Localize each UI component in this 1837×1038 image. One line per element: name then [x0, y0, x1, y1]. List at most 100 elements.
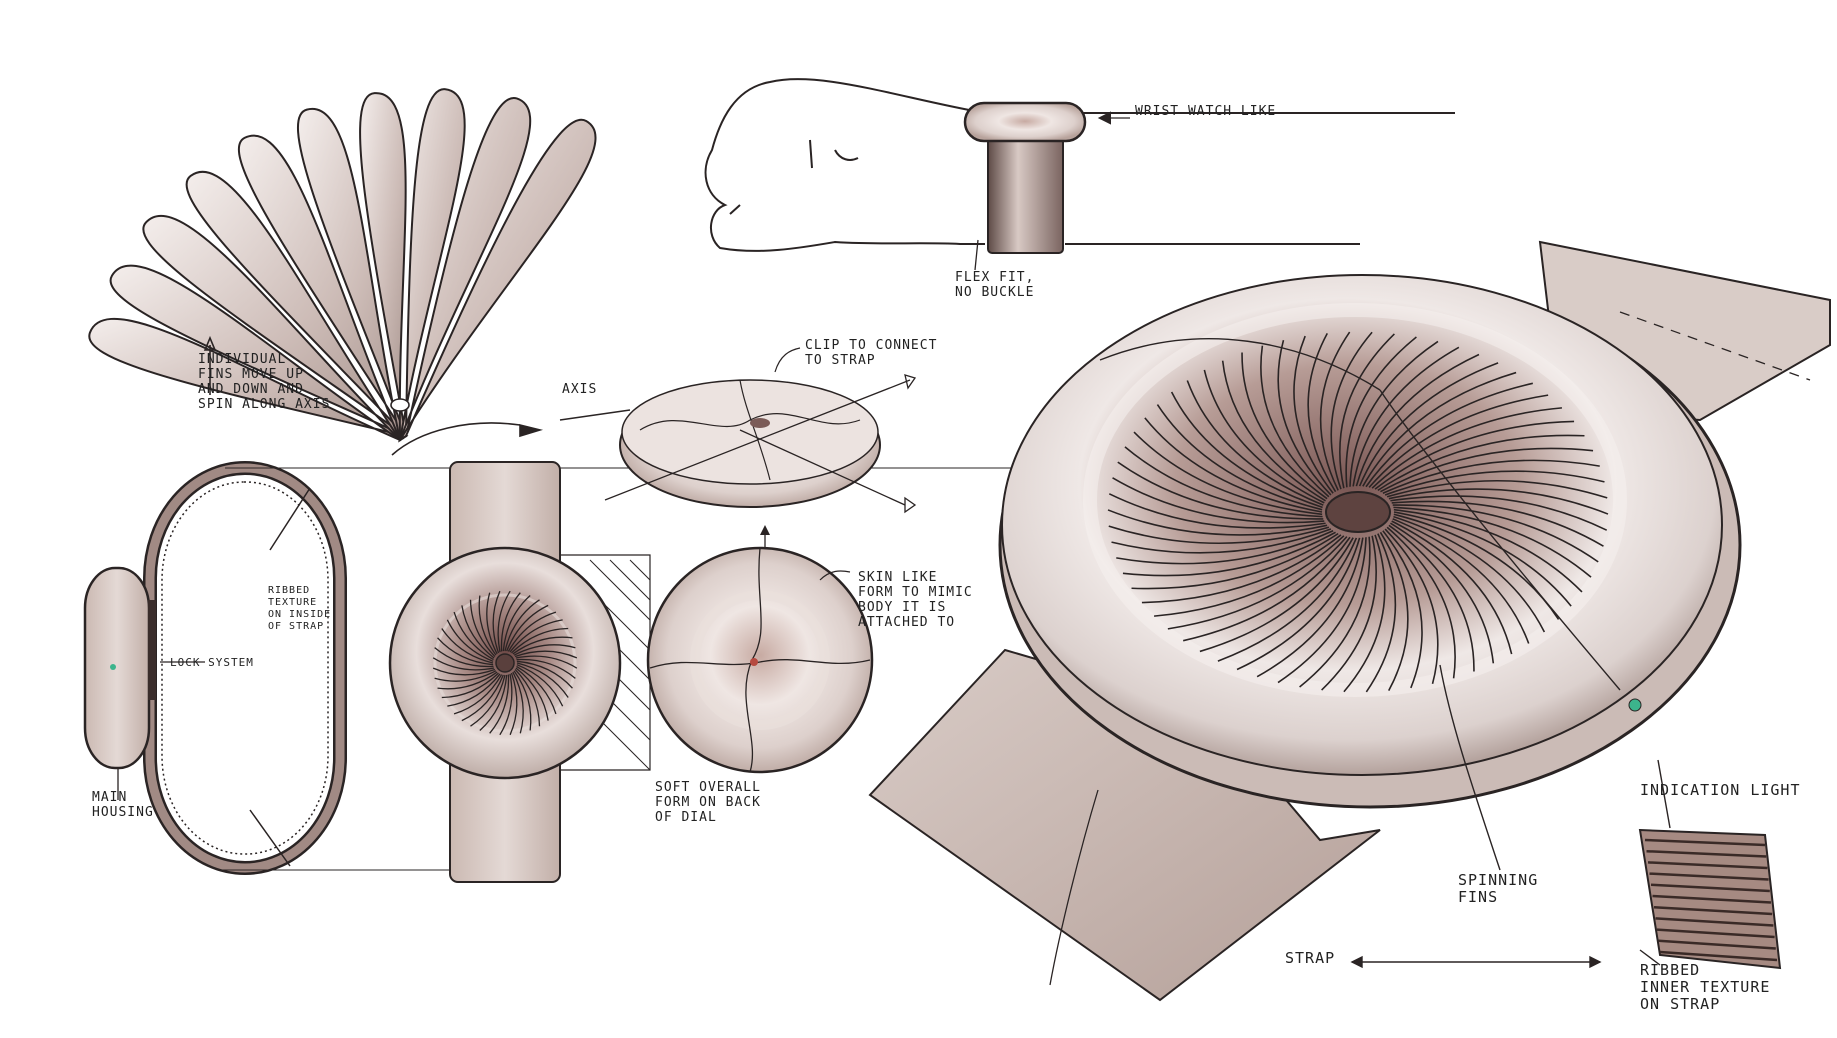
note-wrist-watch: Wrist watch like: [1135, 104, 1277, 119]
fin-spoke: [1382, 530, 1423, 689]
fin-spoke: [1199, 537, 1354, 653]
rib-line: [1649, 872, 1769, 881]
fin-blade: [109, 264, 409, 442]
small-spinning-fins: [432, 590, 578, 736]
note-indication-light: Indication light: [1640, 781, 1801, 799]
fin-spoke: [1277, 339, 1332, 496]
fin-spoke: [509, 672, 518, 736]
fin-spoke: [1390, 495, 1608, 531]
fin-spoke: [461, 605, 495, 659]
fin-spoke: [1319, 331, 1351, 491]
fin-spoke: [1241, 352, 1328, 500]
fin-spoke: [1170, 391, 1323, 509]
fin-spoke: [453, 611, 494, 661]
note-skin-like: Skin like form to mimic body it is attac…: [858, 570, 973, 630]
fin-spoke: [1345, 336, 1417, 488]
fin-spoke: [486, 592, 498, 655]
fin-spoke: [516, 660, 573, 689]
fin-blade: [88, 317, 409, 442]
fin-spoke: [1362, 371, 1517, 487]
fin-spoke: [1111, 528, 1332, 554]
fin-spoke: [1384, 470, 1605, 496]
fin-spoke: [512, 636, 573, 655]
fin-spoke: [507, 611, 557, 652]
fin-spoke: [1221, 360, 1326, 502]
fin-spoke: [1355, 353, 1480, 487]
note-fins: Individual fins move up and down and spi…: [198, 352, 331, 412]
fin-spoke: [1154, 535, 1345, 617]
fin-spoke: [434, 647, 494, 668]
large-watch-render: [868, 240, 1831, 1002]
note-spinning-fins: Spinning fins: [1458, 871, 1539, 906]
fin-spoke: [437, 637, 494, 666]
fin-spoke: [1388, 488, 1609, 515]
fin-spoke: [437, 671, 498, 690]
note-clip: Clip to connect to strap: [805, 338, 938, 368]
fin-spoke: [516, 658, 576, 679]
fin-spoke: [1393, 506, 1592, 578]
rib-line: [1655, 917, 1774, 927]
fin-spoke: [1108, 525, 1330, 545]
fin-spoke: [1186, 380, 1324, 506]
fin-spoke: [1124, 446, 1323, 518]
fin-spoke: [1392, 504, 1599, 563]
fin-spoke: [500, 592, 521, 652]
fin-spoke: [1203, 369, 1325, 504]
fin-spoke: [1393, 515, 1546, 633]
fin-spoke: [513, 644, 576, 656]
fin-spoke: [1122, 531, 1336, 577]
fin-spoke: [492, 590, 501, 654]
fin-spoke: [470, 674, 506, 727]
fin-spoke: [511, 627, 569, 654]
ribbed-texture-swatch: [1638, 828, 1782, 970]
wrist-sketch: [704, 78, 1455, 271]
fin-spoke: [461, 674, 504, 722]
fin-spoke: [441, 628, 494, 664]
fin-spoke: [512, 671, 524, 734]
note-flex-fit: Flex fit, no buckle: [955, 270, 1035, 300]
fin-spoke: [1236, 537, 1361, 671]
fin-blade: [359, 92, 408, 442]
rib-line: [1644, 838, 1766, 847]
rib-line: [1646, 849, 1767, 858]
fin-spoke: [1393, 508, 1583, 593]
fin-spoke: [1365, 382, 1533, 488]
fin-spoke: [497, 590, 511, 653]
fin-spoke: [499, 673, 513, 736]
rib-line: [1659, 950, 1778, 962]
fin-spoke: [515, 667, 549, 721]
fin-spoke: [515, 655, 578, 669]
fin-spoke: [1156, 404, 1323, 511]
back-of-dial-sketch: [646, 525, 874, 774]
fin-spoke: [1117, 461, 1324, 520]
fin-spoke: [516, 665, 557, 715]
fin-spoke: [489, 674, 510, 734]
fin-spoke: [514, 669, 541, 727]
fin-spoke: [1131, 532, 1339, 590]
fin-spoke: [514, 650, 578, 659]
large-spinning-fins: [1107, 331, 1609, 693]
fin-blade: [397, 97, 532, 443]
rib-line: [1653, 905, 1773, 916]
fin-spoke: [513, 670, 532, 731]
note-back-of-dial: Soft overall form on back of dial: [655, 780, 761, 825]
note-ribbed-inside: Ribbed texture on inside of strap: [268, 585, 332, 632]
fin-spoke: [1390, 522, 1495, 664]
fin-spoke: [1112, 477, 1325, 524]
fin-spoke: [469, 599, 496, 657]
fin-spoke: [434, 670, 497, 682]
fin-spoke: [1133, 431, 1323, 516]
fin-spoke: [1374, 420, 1575, 490]
note-strap: Strap: [1285, 949, 1336, 967]
fan-of-fins-sketch: [88, 88, 597, 443]
fin-spoke: [1260, 345, 1330, 498]
fin-spoke: [1391, 520, 1513, 655]
fin-spoke: [1365, 533, 1397, 693]
fin-spoke: [447, 673, 501, 707]
fin-spoke: [1307, 332, 1337, 493]
rib-line: [1656, 928, 1775, 939]
fin-spoke: [446, 619, 494, 662]
fin-spoke: [1277, 537, 1367, 684]
fin-spoke: [478, 595, 497, 656]
